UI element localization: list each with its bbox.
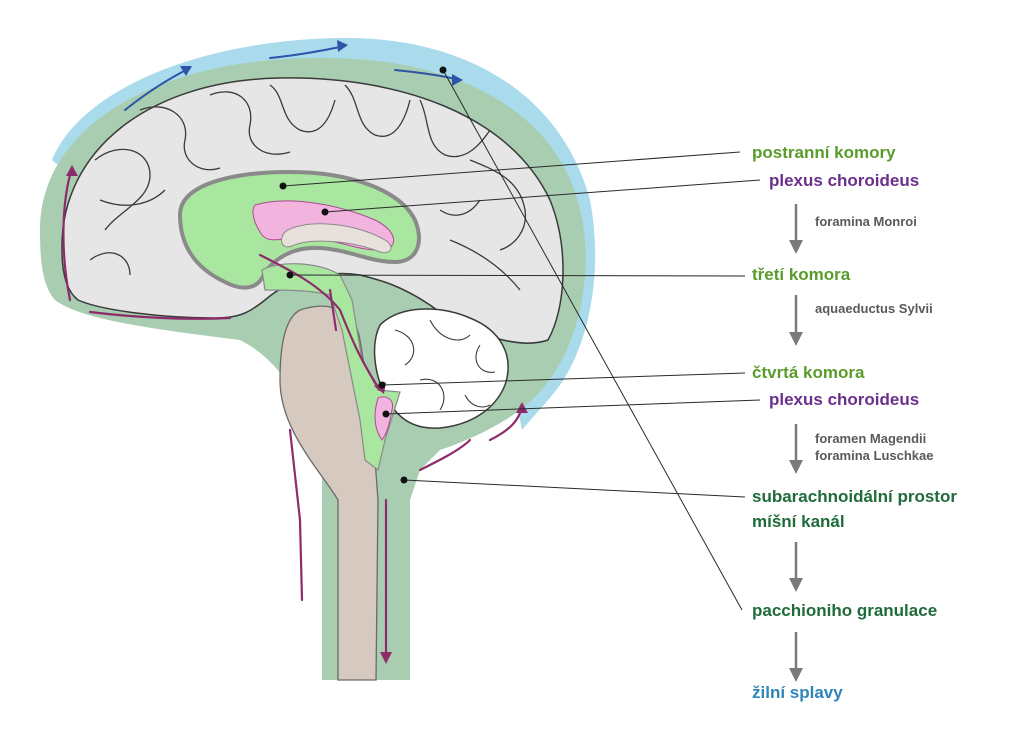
- flow-chart-arrows: [789, 204, 803, 682]
- brain-gyri: [89, 84, 527, 291]
- cerebellum-folia: [394, 319, 496, 411]
- label-aqueduct: aquaeductus Sylvii: [815, 301, 933, 316]
- flow-arrowheads-blue: [180, 40, 463, 86]
- label-spinal-canal: míšní kanál: [752, 512, 845, 531]
- label-foramina-monroi: foramina Monroi: [815, 214, 917, 229]
- fornix-band: [281, 223, 392, 254]
- label-venous-sinuses: žilní splavy: [752, 683, 843, 702]
- label-fourth-ventricle: čtvrtá komora: [752, 363, 865, 382]
- leader-lines: [282, 69, 761, 611]
- flow-arrowheads-purple: [66, 165, 528, 664]
- leader-dots: [279, 66, 447, 484]
- label-third-ventricle: třetí komora: [752, 265, 851, 284]
- label-lateral-ventricles: postranní komory: [752, 143, 896, 162]
- label-foramina-luschkae: foramina Luschkae: [815, 448, 934, 463]
- third-fourth-ventricle-channel: [261, 263, 401, 472]
- label-choroid-plexus-lateral: plexus choroideus: [769, 171, 920, 190]
- superior-sagittal-sinus: [52, 37, 596, 430]
- label-subarachnoid-space: subarachnoidální prostor: [752, 487, 957, 506]
- label-choroid-plexus-fourth: plexus choroideus: [769, 390, 920, 409]
- label-pacchionian-granulations: pacchioniho granulace: [752, 601, 938, 620]
- choroid-plexus-fourth: [374, 396, 394, 441]
- flow-arrows-purple: [62, 166, 524, 662]
- label-foramen-magendii: foramen Magendii: [815, 431, 927, 446]
